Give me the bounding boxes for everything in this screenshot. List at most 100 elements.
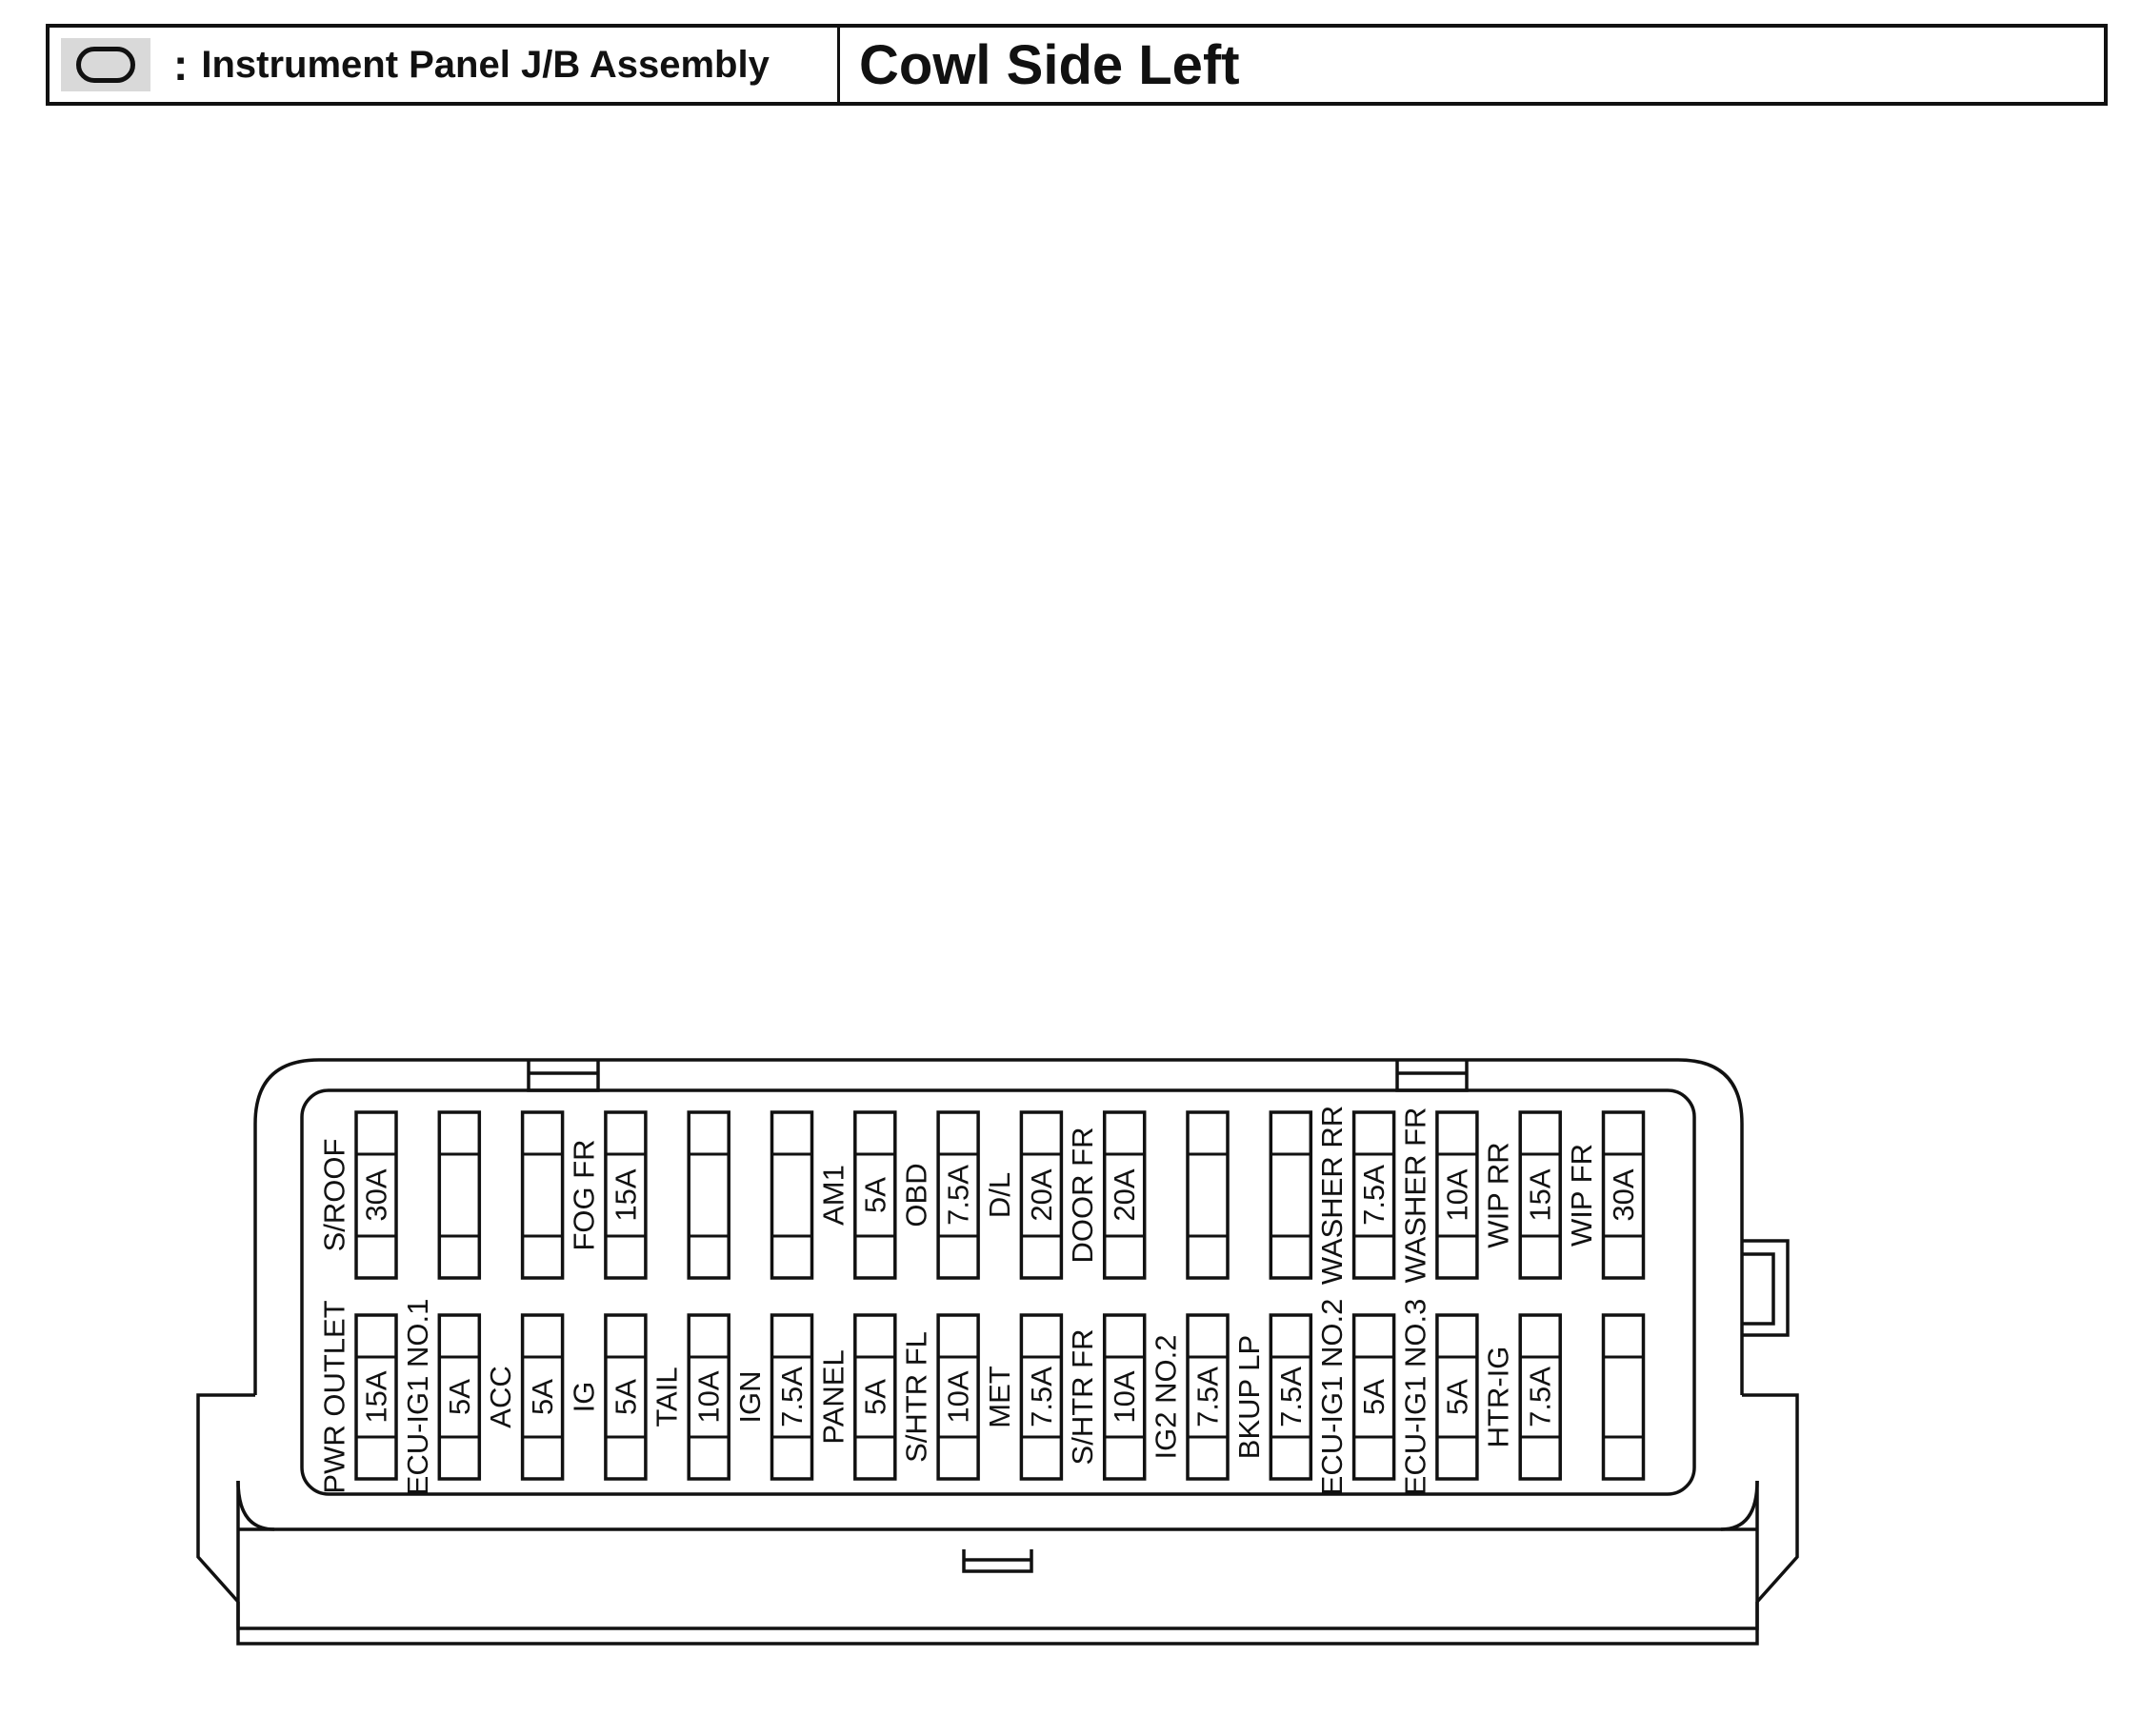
- fuse-rating: 5A: [858, 1177, 891, 1213]
- fuse-label: MET: [983, 1366, 1016, 1428]
- fuse-label: IG2 NO.2: [1150, 1335, 1183, 1460]
- fuse-rating: 7.5A: [1191, 1367, 1225, 1427]
- fuse-rating: 5A: [1440, 1379, 1473, 1415]
- fuse-outline: [1435, 1313, 1479, 1481]
- fuse-rating: 20A: [1025, 1168, 1058, 1221]
- fuse-rating: 5A: [526, 1379, 559, 1415]
- header-separator: :: [173, 40, 189, 90]
- fuse-outline: [1601, 1313, 1646, 1481]
- fuse-rating: 15A: [609, 1168, 642, 1221]
- fuse-outline: [1351, 1110, 1396, 1280]
- fuse-rating: 5A: [443, 1379, 476, 1415]
- fuse-label: TAIL: [650, 1367, 684, 1427]
- fuse-outline: [853, 1110, 897, 1280]
- fuse-slot: 5A ECU-IG1 NO.3: [1398, 1299, 1479, 1496]
- fuse-rating: 30A: [360, 1168, 393, 1221]
- fuse-outline: [1019, 1110, 1064, 1280]
- fuse-label: S/HTR FR: [1066, 1329, 1099, 1466]
- pill-shape: [76, 47, 135, 83]
- rounded-rectangle-icon: [61, 38, 150, 91]
- header-left-cell: : Instrument Panel J/B Assembly: [50, 28, 840, 102]
- fuse-outline: [437, 1110, 482, 1280]
- fuse-label: AM1: [816, 1165, 850, 1226]
- fuse-outline: [354, 1110, 398, 1280]
- fuse-rating: 20A: [1108, 1168, 1141, 1221]
- fuse-rating: 7.5A: [775, 1367, 809, 1427]
- header-location: Cowl Side Left: [859, 33, 1240, 96]
- fuse-outline: [354, 1313, 398, 1481]
- fuse-outline: [1269, 1110, 1313, 1280]
- fuse-slot: 7.5A OBD: [900, 1110, 980, 1280]
- fuse-slot: [1269, 1110, 1313, 1280]
- fuse-rating: 7.5A: [942, 1165, 975, 1226]
- fuse-outline: [1019, 1313, 1064, 1481]
- fuse-rating: 15A: [360, 1370, 393, 1423]
- fuse-outline: [687, 1110, 730, 1280]
- fuse-label: ECU-IG1 NO.3: [1398, 1299, 1431, 1496]
- fuse-label: ACC: [484, 1366, 517, 1427]
- fuse-outline: [1351, 1313, 1396, 1481]
- fuse-label: OBD: [900, 1163, 933, 1227]
- fuse-outline: [520, 1313, 565, 1481]
- fuse-slot: [687, 1110, 730, 1280]
- fuse-slot: [1601, 1313, 1646, 1481]
- fuse-rating: 5A: [858, 1379, 891, 1415]
- fuse-outline: [604, 1110, 648, 1280]
- header-bar: : Instrument Panel J/B Assembly Cowl Sid…: [46, 24, 2108, 106]
- fuse-outline: [936, 1110, 980, 1280]
- fuse-label: IGN: [733, 1370, 767, 1423]
- fuse-outline: [604, 1313, 648, 1481]
- fuse-label: BKUP LP: [1232, 1335, 1266, 1459]
- fuse-outline: [1102, 1110, 1147, 1280]
- fuse-label: D/L: [983, 1172, 1016, 1218]
- fuse-rating: 10A: [942, 1370, 975, 1423]
- fuse-label: FOG FR: [567, 1139, 600, 1250]
- fuse-label: S/ROOF: [318, 1139, 351, 1252]
- fuse-outline: [1186, 1110, 1230, 1280]
- fuse-slot: 15A FOG FR: [567, 1110, 648, 1280]
- fuse-rating: 15A: [1524, 1168, 1557, 1221]
- fuse-outline: [687, 1313, 730, 1481]
- header-label: Instrument Panel J/B Assembly: [201, 43, 770, 86]
- fuse-rating: 7.5A: [1524, 1367, 1557, 1427]
- fuse-outline: [1269, 1313, 1313, 1481]
- fuse-outline: [936, 1313, 980, 1481]
- fuse-rating: 10A: [1440, 1168, 1473, 1221]
- fuse-outline: [1102, 1313, 1147, 1481]
- fuse-label: DOOR FR: [1066, 1127, 1099, 1264]
- fuse-outline: [437, 1313, 482, 1481]
- fuse-slot: 30A S/ROOF: [318, 1110, 398, 1280]
- fuse-slot: [770, 1110, 814, 1280]
- fuse-outline: [853, 1313, 897, 1481]
- fuse-rating: 7.5A: [1357, 1165, 1391, 1226]
- fuse-slot: 20A D/L: [983, 1110, 1064, 1280]
- fuse-outline: [770, 1110, 814, 1280]
- fuse-rating: 5A: [1357, 1379, 1391, 1415]
- fuse-label: WIP FR: [1565, 1144, 1598, 1247]
- fuse-slot: 5A ECU-IG1 NO.1: [401, 1299, 482, 1496]
- fuse-label: WASHER RR: [1315, 1106, 1349, 1285]
- fuse-rating: 5A: [609, 1379, 642, 1415]
- fuse-label: PWR OUTLET: [318, 1300, 351, 1493]
- fuse-slot: 15A PWR OUTLET: [318, 1300, 398, 1494]
- fuse-slot: 20A DOOR FR: [1066, 1110, 1147, 1280]
- fuse-outline: [520, 1110, 565, 1280]
- fuse-outline: [1518, 1313, 1562, 1481]
- fuse-label: ECU-IG1 NO.1: [401, 1299, 434, 1496]
